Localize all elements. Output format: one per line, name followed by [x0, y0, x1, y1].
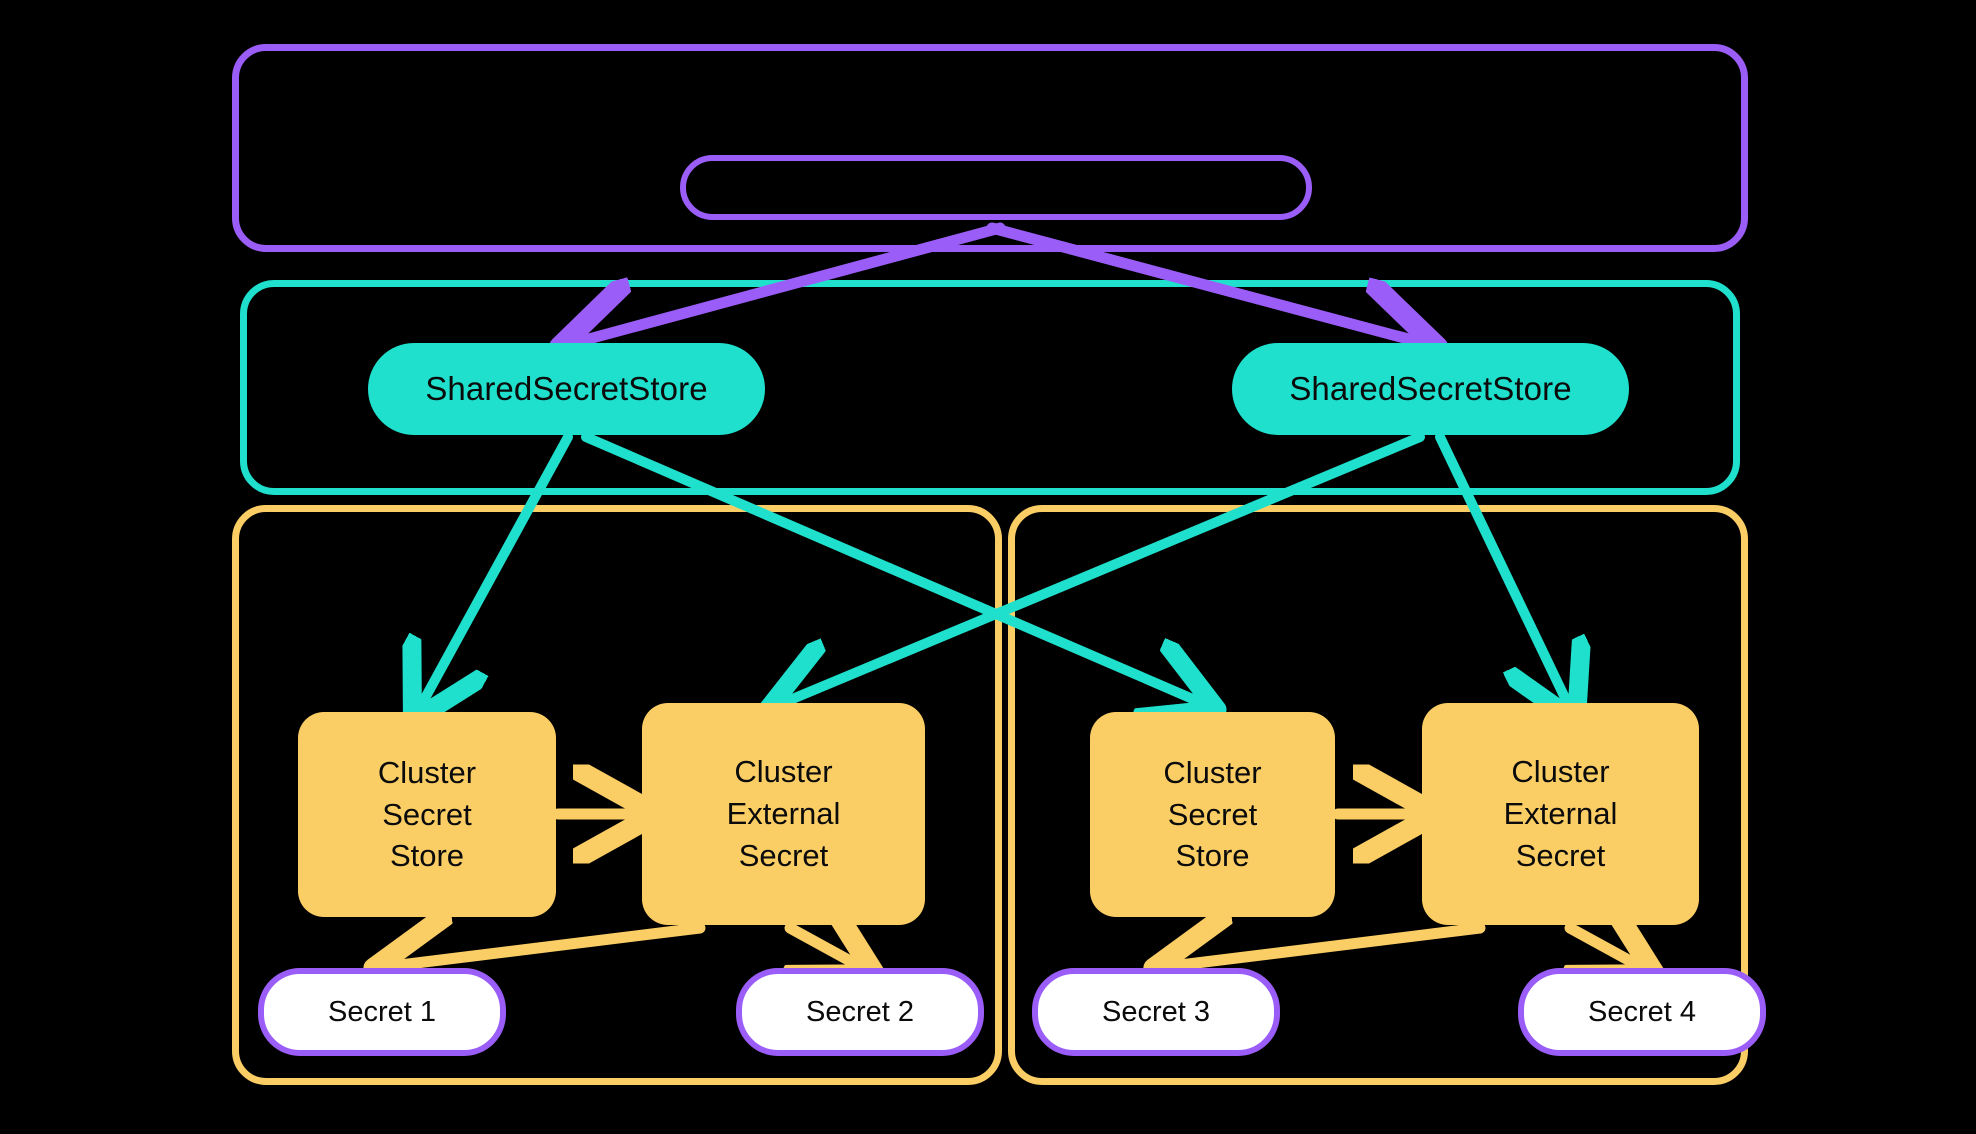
cluster-external-secret-right-line2: External: [1503, 796, 1618, 832]
cluster-external-secret-left[interactable]: Cluster External Secret: [642, 703, 925, 925]
secret-3-label: Secret 3: [1102, 995, 1210, 1028]
shared-secret-store-right[interactable]: SharedSecretStore: [1232, 343, 1629, 435]
shared-secret-store-right-label: SharedSecretStore: [1289, 370, 1572, 407]
cluster-secret-store-left-line2: Secret: [382, 796, 472, 832]
cluster-external-secret-right-line1: Cluster: [1511, 754, 1610, 790]
secret-1-label: Secret 1: [328, 995, 436, 1028]
cluster-external-secret-left-line1: Cluster: [734, 754, 833, 790]
cluster-scope-frame: [232, 44, 1748, 252]
cluster-external-secret-left-line3: Secret: [738, 837, 829, 873]
secret-2[interactable]: Secret 2: [736, 968, 984, 1056]
secret-4[interactable]: Secret 4: [1518, 968, 1766, 1056]
shared-secret-store-left-label: SharedSecretStore: [425, 370, 708, 407]
secret-3[interactable]: Secret 3: [1032, 968, 1280, 1056]
cluster-external-secret-right-line3: Secret: [1515, 837, 1606, 873]
secret-2-label: Secret 2: [806, 995, 914, 1028]
cluster-secret-store-right-line1: Cluster: [1163, 754, 1262, 790]
cluster-external-secret-right[interactable]: Cluster External Secret: [1422, 703, 1699, 925]
cluster-inner-pill[interactable]: [680, 155, 1312, 220]
cluster-external-secret-left-line2: External: [726, 796, 841, 832]
cluster-secret-store-left[interactable]: Cluster Secret Store: [298, 712, 556, 917]
cluster-secret-store-left-line1: Cluster: [377, 754, 477, 790]
cluster-secret-store-left-line3: Store: [389, 838, 465, 874]
cluster-secret-store-right-line2: Secret: [1167, 796, 1258, 832]
shared-secret-store-left[interactable]: SharedSecretStore: [368, 343, 765, 435]
cluster-secret-store-right[interactable]: Cluster Secret Store: [1090, 712, 1335, 917]
secret-4-label: Secret 4: [1588, 995, 1696, 1028]
secret-1[interactable]: Secret 1: [258, 968, 506, 1056]
cluster-secret-store-right-line3: Store: [1175, 838, 1250, 874]
